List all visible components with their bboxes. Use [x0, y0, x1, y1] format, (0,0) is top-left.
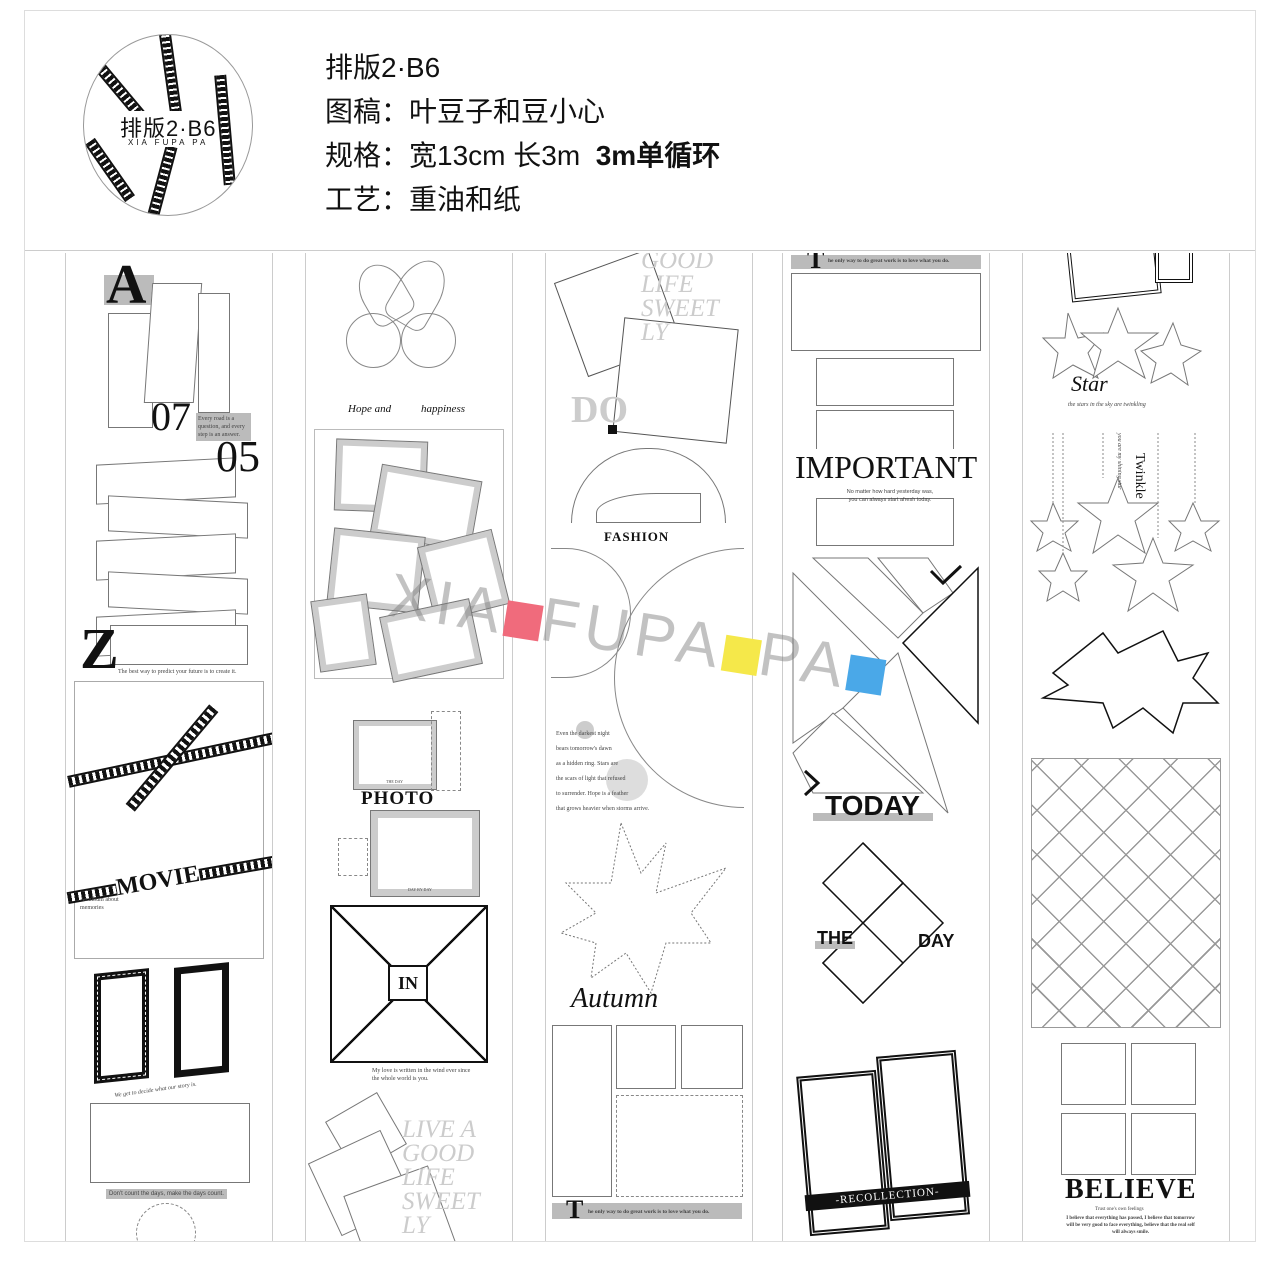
letter-a: A [106, 254, 147, 316]
tape-strip-2: Hope and happiness THE DAY PHOTO DAY BY … [305, 253, 513, 1241]
stars-illustration [1029, 306, 1221, 735]
maple-leaf-icon [559, 821, 728, 995]
letter-z: Z [80, 616, 119, 681]
product-title: 排版2·B6 [325, 52, 441, 83]
autumn-title: Autumn [571, 983, 659, 1014]
today-title: TODAY [825, 790, 920, 821]
blue-square-icon [845, 654, 887, 696]
tape-strip-5: Star the stars in the sky are twinkling … [1022, 253, 1230, 1241]
spec-row: 规格：宽13cm 长3m 3m单循环 [325, 140, 721, 171]
number-05: 05 [216, 432, 260, 481]
logo-brand: XIA FUPA PA [128, 138, 209, 147]
believe-title: BELIEVE [1065, 1174, 1197, 1205]
product-logo: 排版2·B6 XIA FUPA PA [83, 34, 253, 216]
fashion-title: FASHION [604, 529, 670, 544]
quote-every-road: Every road is a question, and every step… [196, 413, 251, 441]
craft-row: 工艺：重油和纸 [325, 184, 522, 215]
tape-strip-4: T he only way to do great work is to lov… [782, 253, 990, 1241]
logo-title: 排版2·B6 [120, 111, 217, 143]
number-07: 07 [151, 394, 191, 439]
artist-row: 图稿：叶豆子和豆小心 [325, 96, 606, 127]
tape-strip-1: A 07 Every road is a question, and every… [65, 253, 273, 1241]
image-frame [24, 10, 1256, 1242]
yellow-square-icon [720, 634, 762, 676]
photo-title: PHOTO [361, 788, 435, 809]
tape-strip-3: GOOD LIFE SWEET LY DO FASHION Even the d… [545, 253, 753, 1241]
in-label: IN [388, 965, 428, 1001]
important-title: IMPORTANT [795, 449, 978, 485]
product-header: 排版2·B6 XIA FUPA PA 排版2·B6 图稿：叶豆子和豆小心 规格：… [25, 11, 1255, 251]
product-info: 排版2·B6 图稿：叶豆子和豆小心 规格：宽13cm 长3m 3m单循环 工艺：… [325, 46, 720, 222]
red-square-icon [502, 599, 544, 641]
poem: Even the darkest night bears tomorrow's … [556, 731, 650, 812]
